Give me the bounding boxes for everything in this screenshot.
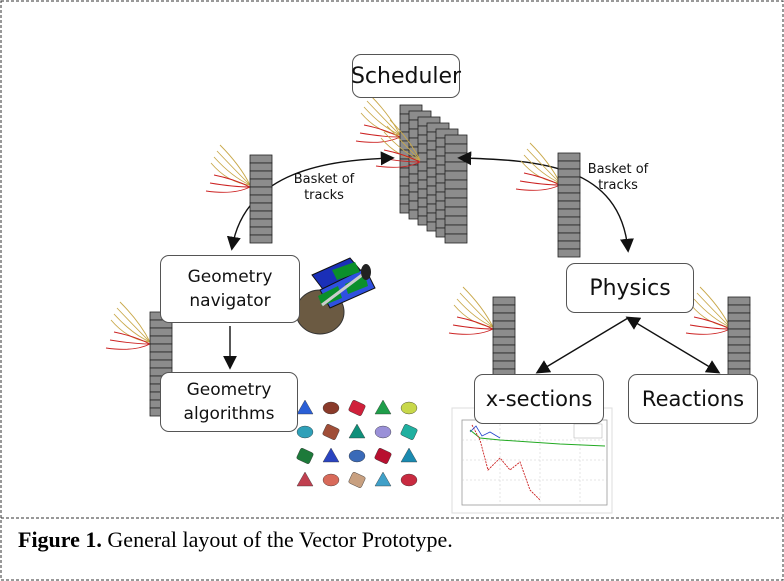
- reactions-box: Reactions: [628, 374, 758, 424]
- shape-solid: [374, 471, 392, 487]
- geometry-algorithms-line1: Geometry: [186, 380, 272, 400]
- shape-solid: [348, 472, 366, 488]
- arrow-scheduler-to-geometry: [226, 151, 395, 251]
- shape-solid: [296, 448, 314, 464]
- shape-solid: [322, 401, 340, 415]
- basket-left: [249, 154, 273, 244]
- scheduler-box: Scheduler: [350, 54, 462, 98]
- xsection-plot-thumbnail: [451, 407, 613, 514]
- geometry-navigator-line1: Geometry: [187, 267, 273, 287]
- shape-solid: [374, 448, 392, 464]
- shape-solid: [374, 399, 392, 415]
- shape-solid: [322, 424, 340, 440]
- shape-solid: [348, 449, 366, 463]
- physics-label: Physics: [589, 275, 671, 301]
- shape-solid: [348, 423, 366, 439]
- basket-reactions: [727, 296, 751, 386]
- scheduler-label: Scheduler: [350, 63, 462, 89]
- shape-solid: [322, 473, 340, 487]
- basket-label-right-line2: tracks: [598, 178, 638, 193]
- caption-label: Figure 1.: [18, 527, 102, 552]
- tracks-central: [355, 94, 401, 143]
- basket-label-right-line1: Basket of: [587, 162, 649, 177]
- geometry-shapes-collage: [296, 399, 418, 488]
- shape-solid: [348, 400, 366, 416]
- shape-solid: [322, 447, 340, 463]
- shape-solid: [374, 425, 392, 439]
- figure-caption: Figure 1. General layout of the Vector P…: [18, 527, 778, 553]
- arrow-physics-to-reactions: [625, 316, 721, 374]
- caption-text: General layout of the Vector Prototype.: [101, 527, 453, 552]
- xsections-box: x-sections: [474, 374, 604, 424]
- detector-illustration: [295, 257, 376, 335]
- shape-solid: [400, 424, 418, 440]
- tracks-geometry: [105, 301, 151, 350]
- shape-solid: [400, 447, 418, 463]
- physics-box: Physics: [566, 263, 694, 313]
- shape-solid: [296, 399, 314, 415]
- tracks-left: [205, 144, 251, 193]
- basket-right: [557, 152, 581, 258]
- geometry-navigator-box: Geometry navigator: [160, 255, 300, 323]
- basket-label-right: Basket of tracks: [578, 162, 658, 194]
- basket-label-left-line2: tracks: [304, 188, 344, 203]
- shape-solid: [296, 471, 314, 487]
- shape-solid: [400, 401, 418, 415]
- shape-solid: [400, 473, 418, 487]
- shape-solid: [296, 425, 314, 439]
- tracks-xsections: [448, 286, 494, 335]
- scheduler-basket-stack: [355, 94, 468, 244]
- central-basket-5: [444, 134, 468, 244]
- arrow-physics-to-xsections: [535, 317, 629, 374]
- reactions-label: Reactions: [641, 387, 745, 411]
- basket-label-left: Basket of tracks: [284, 172, 364, 204]
- geometry-algorithms-line2: algorithms: [183, 404, 275, 424]
- geometry-algorithms-box: Geometry algorithms: [160, 372, 298, 432]
- xsections-label: x-sections: [485, 387, 593, 411]
- geometry-navigator-line2: navigator: [189, 291, 271, 311]
- basket-label-left-line1: Basket of: [293, 172, 355, 187]
- tracks-central-2: [375, 119, 421, 168]
